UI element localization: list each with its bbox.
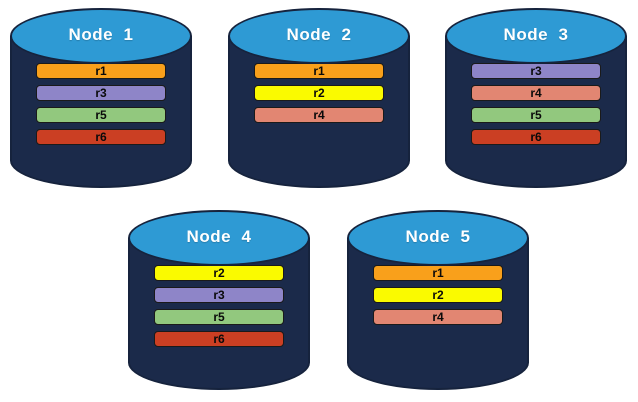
node-5-replica-r2[interactable]: r2 <box>373 287 503 303</box>
node-2-replica-list: r1 r2 r4 <box>228 63 410 123</box>
node-4-replica-r3[interactable]: r3 <box>154 287 284 303</box>
node-5-cylinder-top <box>347 210 529 266</box>
node-2[interactable]: Node 2 r1 r2 r4 <box>228 8 410 188</box>
node-3-replica-r3[interactable]: r3 <box>471 63 601 79</box>
node-1-replica-r6[interactable]: r6 <box>36 129 166 145</box>
node-1-replica-r5[interactable]: r5 <box>36 107 166 123</box>
node-4-replica-r6[interactable]: r6 <box>154 331 284 347</box>
node-4-replica-r2[interactable]: r2 <box>154 265 284 281</box>
node-4-replica-r5[interactable]: r5 <box>154 309 284 325</box>
node-1[interactable]: Node 1 r1 r3 r5 r6 <box>10 8 192 188</box>
node-3-replica-r6[interactable]: r6 <box>471 129 601 145</box>
node-4[interactable]: Node 4 r2 r3 r5 r6 <box>128 210 310 390</box>
node-3-replica-r5[interactable]: r5 <box>471 107 601 123</box>
node-5-title: Node 5 <box>405 227 471 246</box>
node-5-replica-list: r1 r2 r4 <box>347 265 529 325</box>
node-5[interactable]: Node 5 r1 r2 r4 <box>347 210 529 390</box>
node-2-replica-r1[interactable]: r1 <box>254 63 384 79</box>
node-1-cylinder-top <box>10 8 192 64</box>
node-1-title: Node 1 <box>68 25 134 44</box>
node-2-replica-r4[interactable]: r4 <box>254 107 384 123</box>
node-5-replica-r4[interactable]: r4 <box>373 309 503 325</box>
node-2-title: Node 2 <box>286 25 352 44</box>
node-4-title: Node 4 <box>186 227 252 246</box>
node-4-cylinder-top <box>128 210 310 266</box>
node-5-replica-r1[interactable]: r1 <box>373 265 503 281</box>
node-1-replica-list: r1 r3 r5 r6 <box>10 63 192 145</box>
node-3-replica-list: r3 r4 r5 r6 <box>445 63 627 145</box>
node-3[interactable]: Node 3 r3 r4 r5 r6 <box>445 8 627 188</box>
node-2-replica-r2[interactable]: r2 <box>254 85 384 101</box>
node-4-replica-list: r2 r3 r5 r6 <box>128 265 310 347</box>
node-3-cylinder-top <box>445 8 627 64</box>
node-2-cylinder-top <box>228 8 410 64</box>
node-1-replica-r3[interactable]: r3 <box>36 85 166 101</box>
node-1-replica-r1[interactable]: r1 <box>36 63 166 79</box>
node-3-title: Node 3 <box>503 25 569 44</box>
node-3-replica-r4[interactable]: r4 <box>471 85 601 101</box>
